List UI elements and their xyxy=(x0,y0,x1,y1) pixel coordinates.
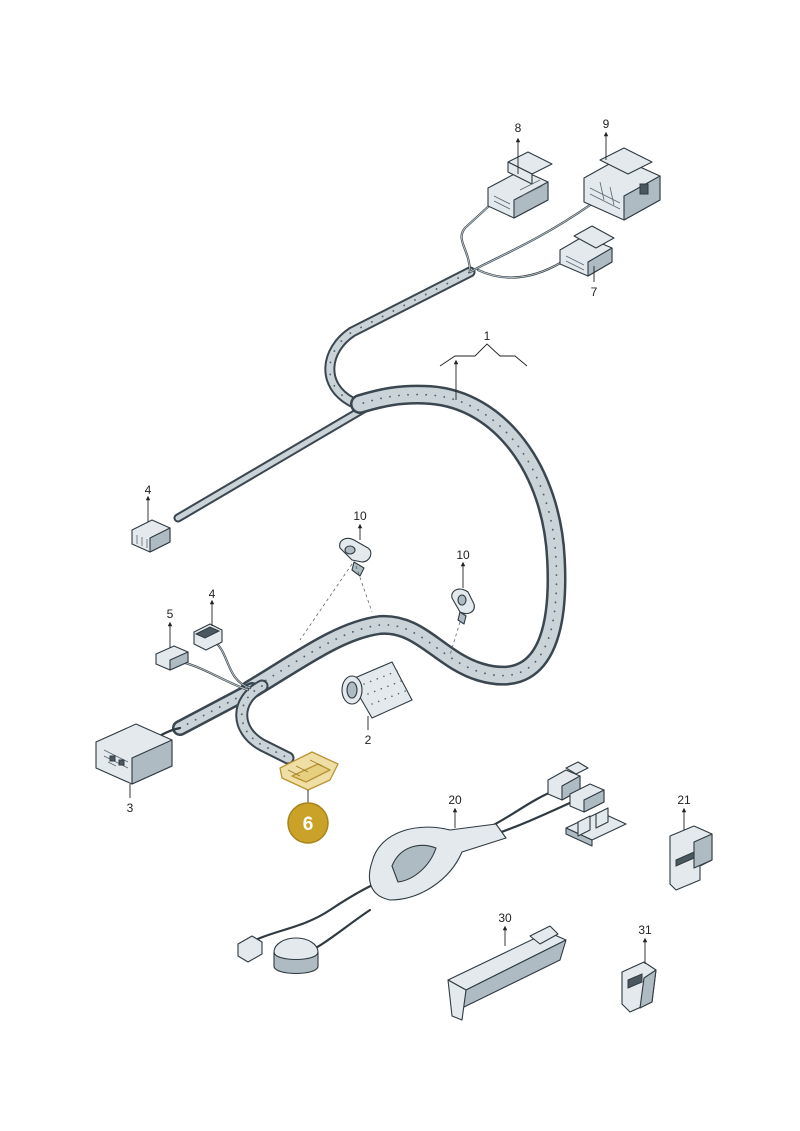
callout-6: 6 xyxy=(303,814,314,835)
callout-21: 21 xyxy=(677,793,691,807)
callout-3: 3 xyxy=(127,801,134,815)
callout-9: 9 xyxy=(603,117,610,131)
callout-20: 20 xyxy=(448,793,462,807)
tape-roll-2[interactable] xyxy=(341,661,413,719)
clip-10-left[interactable] xyxy=(339,537,372,577)
callout-8: 8 xyxy=(515,121,522,135)
callout-4-lower: 4 xyxy=(209,587,216,601)
callout-4-upper: 4 xyxy=(145,483,152,497)
connector-4-lower[interactable] xyxy=(193,623,223,651)
callout-labels: 1 2 3 4 4 5 7 8 9 10 10 20 21 30 31 xyxy=(127,117,691,937)
bracket-20[interactable] xyxy=(565,807,627,847)
clip-10-right[interactable] xyxy=(451,588,475,625)
callout-1: 1 xyxy=(484,329,491,343)
connector-8[interactable] xyxy=(487,151,553,219)
callout-7: 7 xyxy=(591,285,598,299)
callout-5: 5 xyxy=(167,607,174,621)
highlight-badge-6[interactable]: 6 xyxy=(287,802,329,844)
connector-6-highlighted[interactable] xyxy=(279,751,339,791)
seat-harness-20[interactable] xyxy=(237,761,605,975)
wiring-harness-main[interactable] xyxy=(172,203,592,765)
leader-lines xyxy=(129,131,687,964)
connector-3[interactable] xyxy=(95,723,182,785)
callout-10-right: 10 xyxy=(456,548,470,562)
connector-5[interactable] xyxy=(155,645,189,671)
callout-30: 30 xyxy=(498,911,512,925)
connector-4-upper[interactable] xyxy=(131,519,171,553)
connector-9[interactable] xyxy=(583,147,661,221)
callout-2: 2 xyxy=(365,733,372,747)
clip-21[interactable] xyxy=(669,825,713,891)
clip-31[interactable] xyxy=(621,961,657,1013)
callout-31: 31 xyxy=(638,923,652,937)
callout-10-left: 10 xyxy=(353,509,367,523)
guide-rail-30[interactable] xyxy=(447,925,567,1021)
connector-7[interactable] xyxy=(559,225,615,277)
